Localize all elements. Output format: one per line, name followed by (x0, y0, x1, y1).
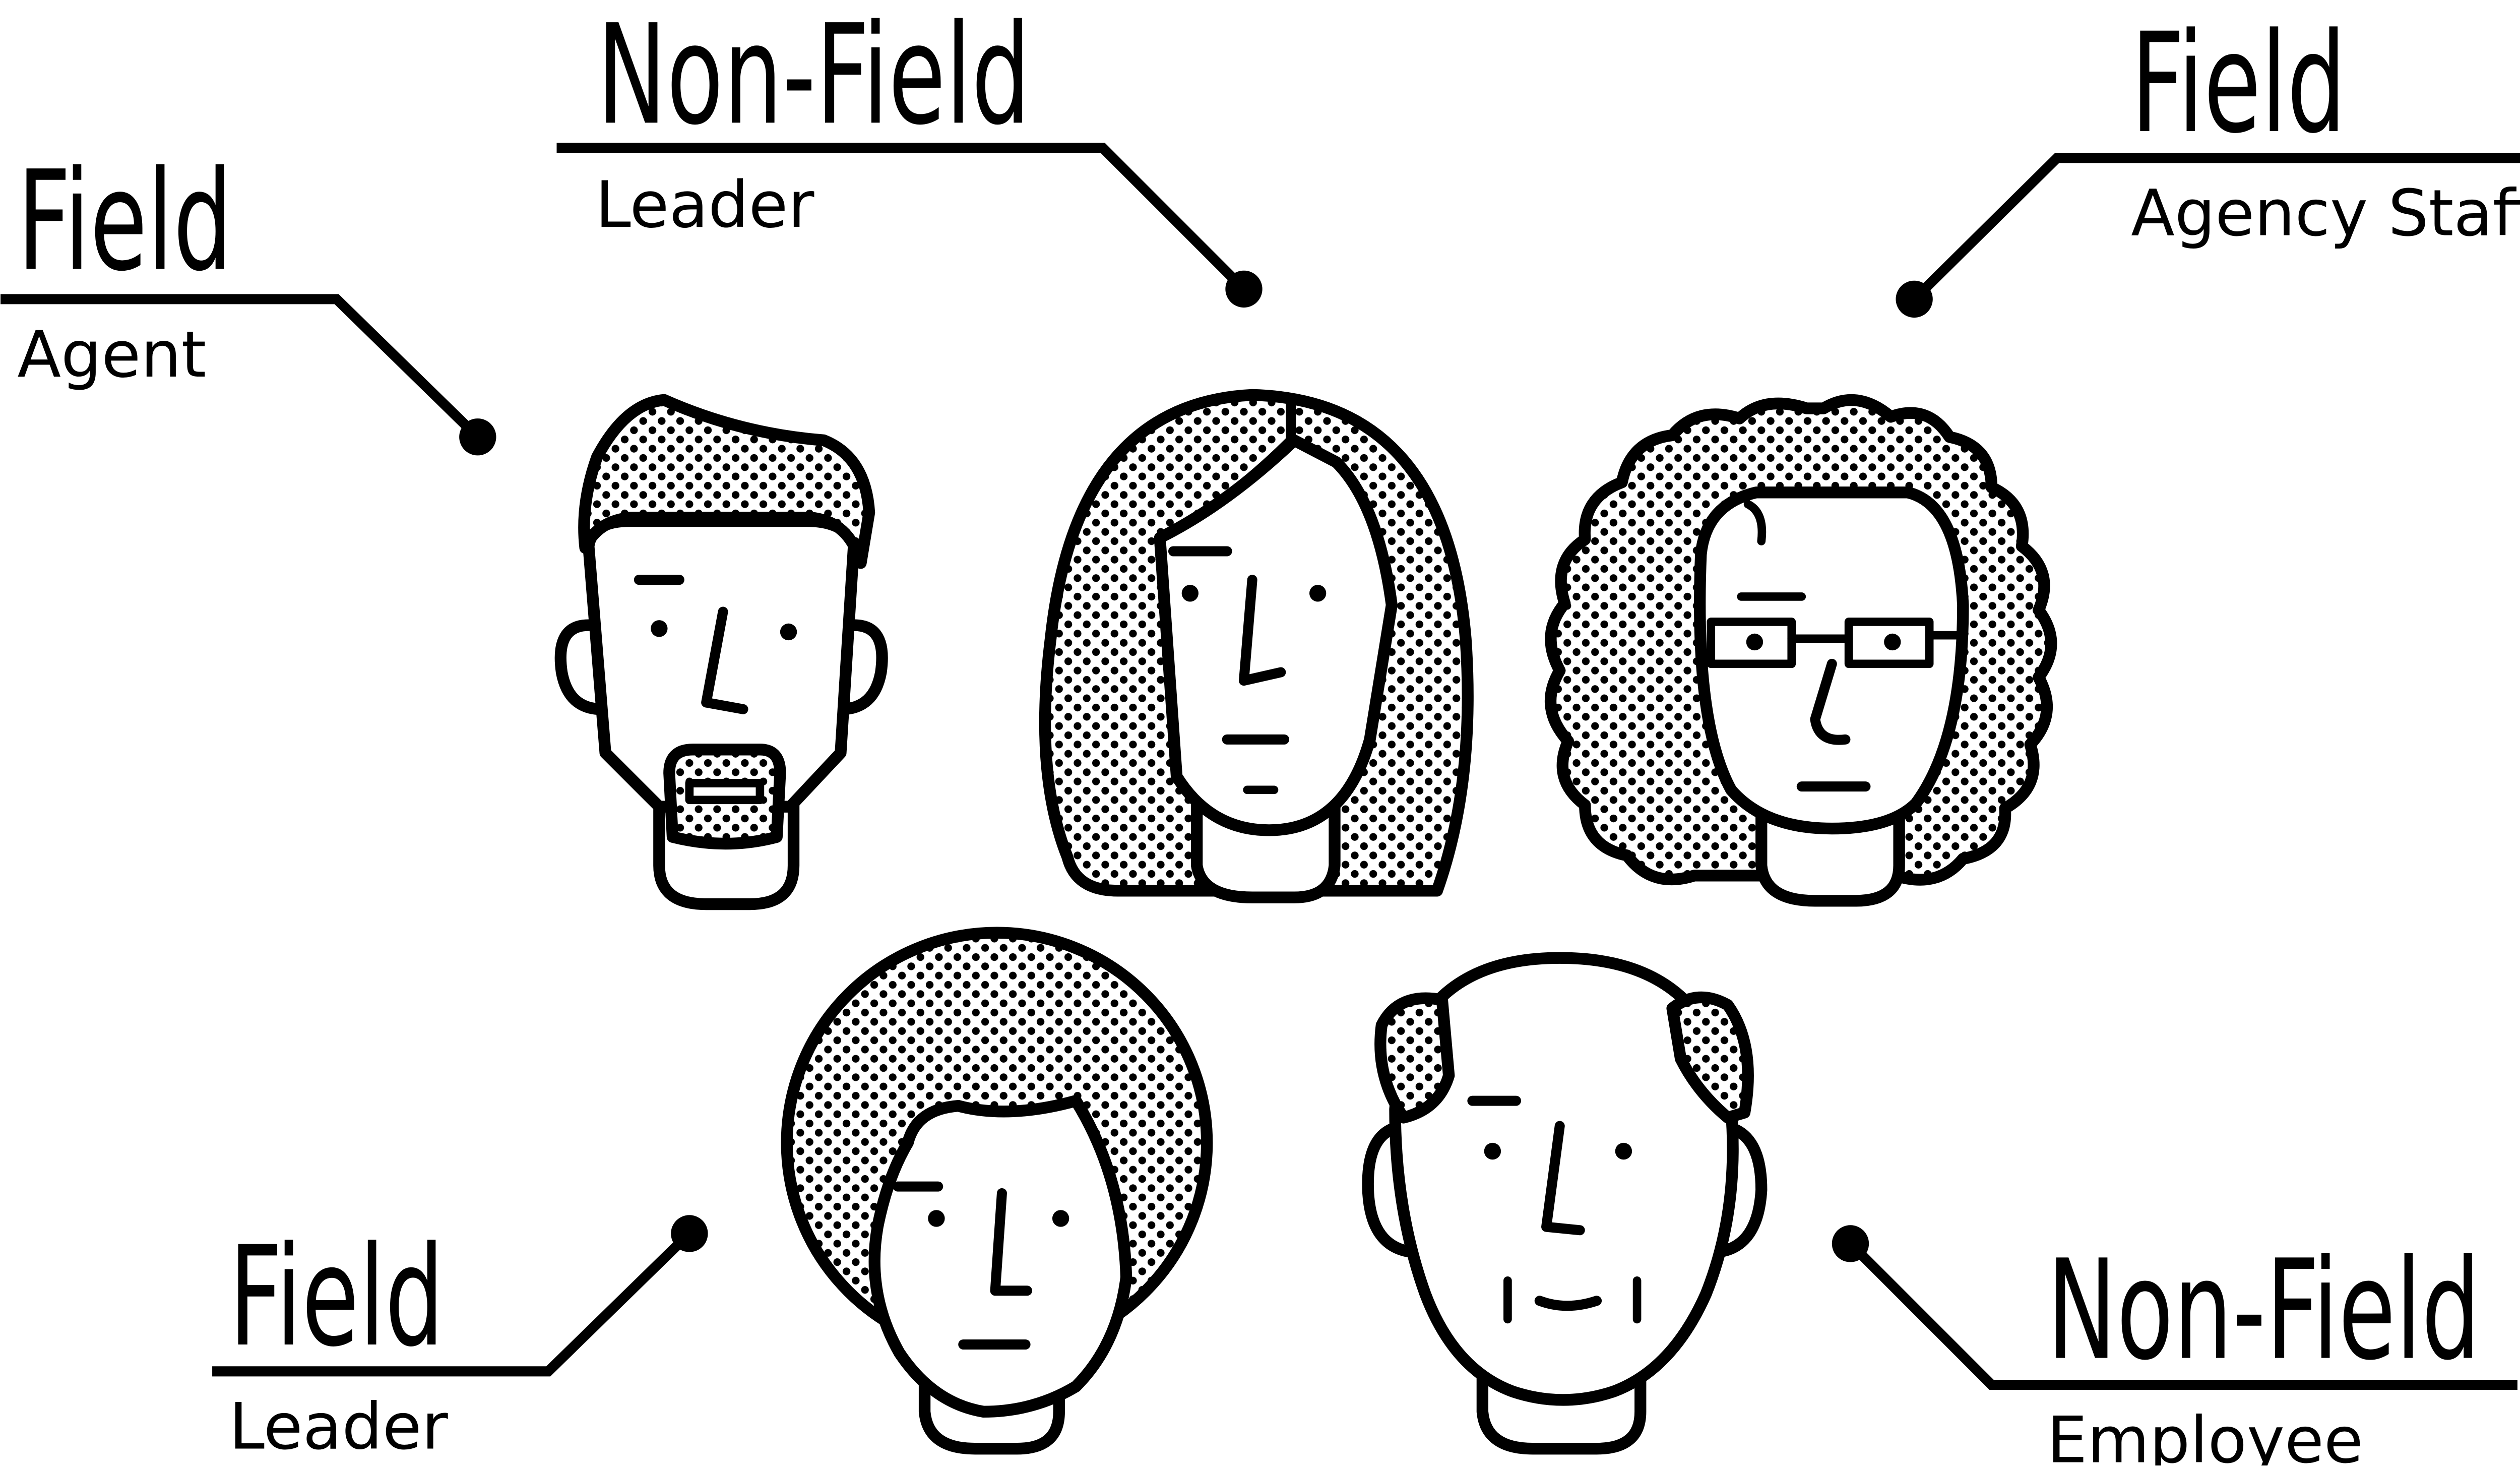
man-with-goatee-icon (554, 394, 888, 910)
leader-line (1, 294, 481, 441)
callout-type-label: Non-Field (597, 0, 1031, 155)
leader-dot (671, 1215, 708, 1252)
callout-role-label: Agency Staff (2131, 176, 2520, 251)
man-afro-icon (781, 927, 1213, 1455)
callout-type-label: Field (229, 1217, 444, 1377)
leader-dot (459, 418, 496, 456)
leader-line (212, 1230, 693, 1377)
woman-curly-hair-glasses-icon (1545, 394, 2057, 907)
callout-nonfield-leader: Non-Field Leader (556, 0, 1263, 308)
leader-dot (1225, 270, 1263, 308)
callout-role-label: Agent (17, 317, 206, 392)
callout-field-agency-staff: Field Agency Staff (1896, 4, 2520, 318)
callout-role-label: Employee (2047, 1402, 2363, 1465)
leader-dot (1832, 1225, 1869, 1262)
leader-line (556, 143, 1248, 293)
woman-long-hair-icon (1039, 389, 1474, 903)
callout-type-label: Field (2131, 4, 2346, 164)
callout-nonfield-employee: Non-Field Employee (1832, 1225, 2517, 1468)
callout-type-label: Field (17, 141, 232, 301)
leader-dot (1896, 280, 1933, 318)
callout-field-agent: Field Agent (1, 141, 496, 456)
callout-role-label: Leader (595, 167, 814, 242)
leader-line (1911, 153, 2520, 303)
balding-man-icon (1362, 952, 1768, 1455)
callout-type-label: Non-Field (2047, 1231, 2481, 1391)
callout-role-label: Leader (229, 1389, 448, 1464)
leader-line (1847, 1240, 2517, 1390)
callout-field-leader: Field Leader (212, 1215, 708, 1464)
